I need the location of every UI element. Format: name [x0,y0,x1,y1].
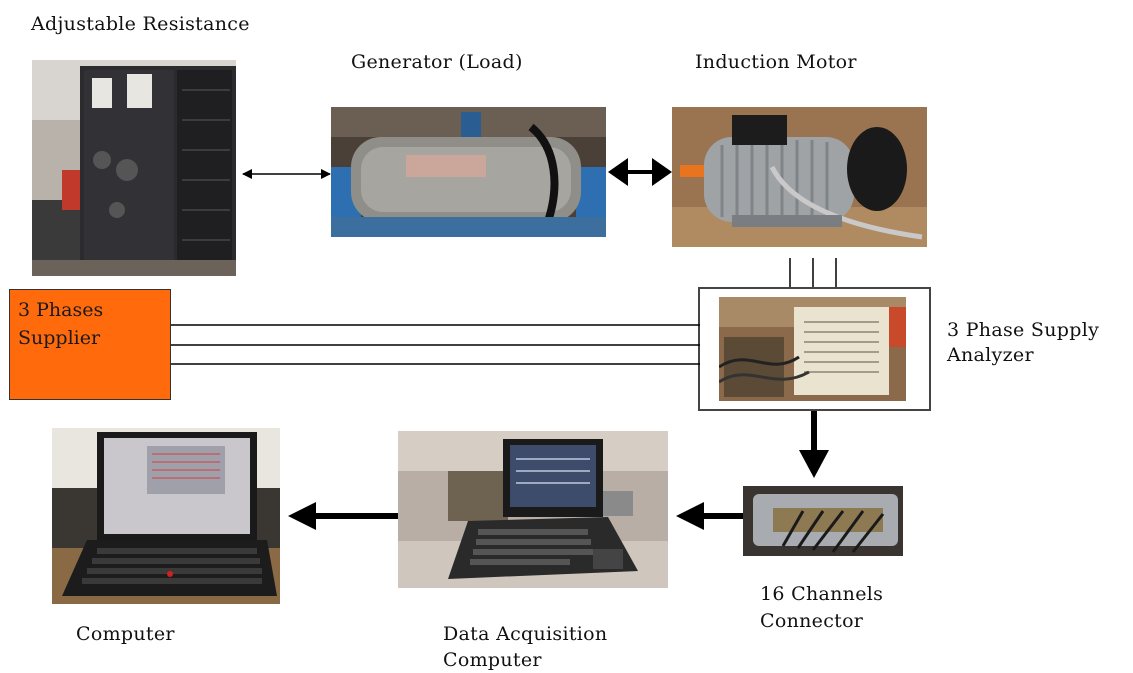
analyzer-label-line1: 3 Phase Supply [947,319,1100,341]
analyzer-connector-arrow [799,411,829,478]
connector-label-line2: Connector [760,610,864,632]
supply-analyzer-photo [719,297,906,401]
three-phase-supplier-box [9,289,171,400]
generator-photo [331,107,606,237]
supplier-analyzer-lines [171,324,700,365]
daq-label-line2: Computer [443,649,542,671]
motor-analyzer-wires [789,258,837,287]
analyzer-label-line2: Analyzer [947,344,1034,366]
daq-computer-arrow [288,502,398,530]
channel-connector-photo [743,486,903,556]
supplier-label: 3 Phases Supplier [18,299,104,349]
induction-motor-label: Induction Motor [695,51,857,73]
computer-label: Computer [76,623,175,645]
adjustable-resistance-label: Adjustable Resistance [31,13,250,35]
daq-label-line1: Data Acquisition [443,623,608,645]
generator-motor-coupling-arrow [608,158,672,186]
laptop-photo [52,428,280,604]
adjustable-resistance-photo [32,60,236,276]
induction-motor-photo [672,107,927,247]
generator-label: Generator (Load) [351,51,523,73]
daq-laptop-photo [398,431,668,588]
connector-daq-arrow [676,502,743,530]
connector-label-line1: 16 Channels [760,583,884,605]
